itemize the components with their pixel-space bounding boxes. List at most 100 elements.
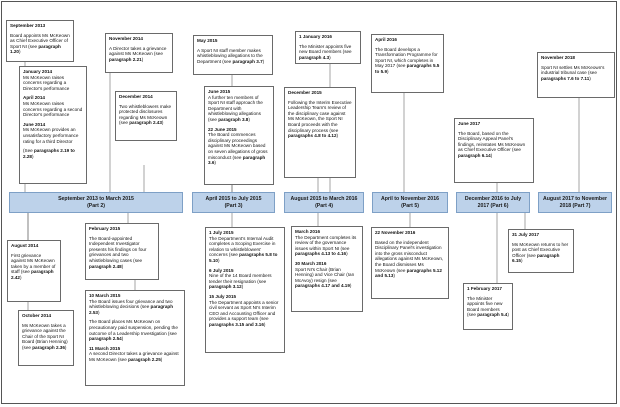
event-box: November 2018 Sport NI settles Ms McKeow… (537, 52, 615, 98)
paragraph-reference: paragraph 3.12 (209, 284, 242, 290)
paragraph-reference: December 2015 (288, 90, 322, 95)
paragraph-reference: June 2017 (458, 121, 481, 126)
event-text: The Department completes its review of t… (295, 234, 357, 251)
event-text: The Board-appointed Independent Investig… (89, 235, 147, 263)
event-text: The Minister appoints five new Board mem… (299, 43, 352, 55)
event-text: Ms McKeown returns to her post as Chief … (512, 241, 569, 258)
paragraph-reference: paragraphs 5.12 and 5.13 (375, 267, 442, 279)
event-text: April to November 2016 (381, 195, 439, 202)
paragraph-reference: paragraphs 7.6 to 7.11 (541, 75, 590, 81)
event-text: ) (18, 49, 21, 55)
event-text: The Board, based on the Disciplinary App… (458, 130, 526, 153)
event-text: ) (121, 336, 124, 342)
paragraph-reference: May 2015 (197, 38, 218, 43)
event-box: November 2014 A Director takes a grievan… (105, 33, 173, 73)
event-text: The Department appoints a senior civil s… (209, 299, 279, 322)
event-text: (Part 2) (87, 202, 105, 209)
paragraph-reference: paragraph 6.14 (458, 152, 491, 158)
event-text: ) (387, 68, 389, 74)
event-text: Based on the independent Disciplinary Pa… (375, 239, 444, 273)
event-text: The Board commences disciplinary proceed… (208, 132, 268, 160)
paragraph-reference: paragraph 5.4 (477, 312, 508, 318)
event-text: Nine of the 14 Board members tender thei… (209, 273, 272, 284)
event-text: (Part 3) (224, 202, 243, 209)
event-text: ) (19, 274, 22, 280)
paragraph-reference: paragraph 6.15 (512, 252, 560, 264)
event-text: Sport NI settles Ms McKeown's industrial… (541, 64, 605, 76)
event-box: 1 February 2017 The Minister appoints fi… (463, 283, 513, 330)
event-text: (Part 5) (401, 202, 419, 209)
paragraph-reference: February 2015 (89, 226, 121, 231)
event-text: September 2013 to March 2015 (58, 195, 134, 202)
paragraph-reference: paragraph 3.6 (208, 154, 266, 166)
paragraph-reference: paragraphs 2.19 to 2.28 (23, 148, 75, 159)
event-text: ) (31, 153, 34, 159)
paragraph-reference: paragraph 2.43 (129, 120, 162, 126)
event-text: 2017 (Part 6) (477, 202, 509, 209)
paragraph-reference: paragraphs 5.8 to 5.10 (209, 252, 278, 263)
event-text: ) (490, 152, 493, 158)
event-text: A second Director takes a grievance agai… (89, 351, 179, 362)
event-box: December 2015 Following the Interim Exec… (284, 87, 356, 178)
event-text: ) (263, 321, 266, 327)
period-band: August 2015 to March 2016(Part 4) (284, 192, 364, 213)
event-text: Board appoints Ms McKeown as Chief Execu… (10, 32, 70, 49)
event-text: ) (241, 284, 244, 290)
paragraph-reference: paragraph 2.21 (109, 56, 142, 62)
event-text: ) (97, 309, 100, 315)
paragraph-reference: 30 March 2016 (295, 260, 327, 266)
event-text: 2018 (Part 7) (559, 202, 591, 209)
event-text: ) (520, 258, 523, 264)
event-text: ) (589, 75, 591, 81)
event-text: The Board places Ms McKeown on precautio… (89, 319, 178, 336)
paragraph-reference: paragraph 2.36 (32, 344, 65, 350)
event-box: February 2015 The Board-appointed Indepe… (85, 223, 159, 280)
paragraph-reference: paragraph 2.48 (89, 263, 122, 269)
paragraph-reference: paragraphs 4.17 and 4.19 (295, 283, 350, 289)
event-text: December 2016 to July (464, 195, 522, 202)
event-text: ) (336, 133, 339, 139)
event-box: August 2014 First grievance against Ms M… (7, 240, 61, 302)
paragraph-reference: 11 March 2015 (89, 345, 121, 351)
event-text: A Sport NI staff member makes whistleblo… (197, 47, 263, 64)
event-box: 22 November 2016 Based on the independen… (371, 227, 449, 299)
paragraph-reference: 22 November 2016 (375, 230, 416, 235)
paragraph-reference: August 2014 (11, 243, 39, 248)
paragraph-reference: December 2014 (119, 94, 153, 99)
paragraph-reference: 31 July 2017 (512, 232, 540, 237)
event-text: The Department's Internal Audit complete… (209, 235, 276, 258)
event-text: First grievance against Ms McKeown taken… (11, 252, 56, 275)
event-box: 31 July 2017 Ms McKeown returns to her p… (508, 229, 574, 273)
event-text: ) (141, 56, 144, 62)
paragraph-reference: paragraph 3.8 (218, 116, 249, 122)
paragraph-reference: June 2015 (208, 89, 231, 94)
paragraph-reference: April 2016 (375, 37, 397, 42)
event-text: The Board issues four grievance and two … (89, 298, 173, 310)
event-text: ) (329, 54, 331, 60)
paragraph-reference: October 2014 (22, 313, 52, 318)
paragraph-reference: paragraphs 3.15 and 3.16 (209, 321, 264, 327)
event-text: Ms McKeown provides an unsatisfactory pe… (23, 127, 79, 144)
event-box: May 2015 A Sport NI staff member makes w… (193, 35, 273, 75)
paragraph-reference: November 2014 (109, 36, 143, 41)
event-text: ) (161, 120, 164, 126)
event-box: June 2017 The Board, based on the Discip… (454, 118, 534, 183)
paragraph-reference: 15 July 2015 (209, 293, 237, 299)
period-band: April 2015 to July 2015(Part 3) (192, 192, 275, 213)
event-text: ) (262, 58, 265, 64)
paragraph-reference: March 2016 (295, 229, 321, 234)
event-text: A Director takes a grievance against Ms … (109, 45, 167, 57)
event-text: Ms McKeown raises concerns regarding a s… (23, 100, 83, 118)
event-text: ) (349, 283, 352, 289)
event-text: (See (23, 148, 34, 154)
event-text: ) (346, 251, 348, 257)
paragraph-reference: paragraph 2.53 (89, 304, 174, 315)
paragraph-reference: paragraph 2.54 (89, 336, 122, 342)
paragraph-reference: January 2014 (23, 69, 53, 74)
